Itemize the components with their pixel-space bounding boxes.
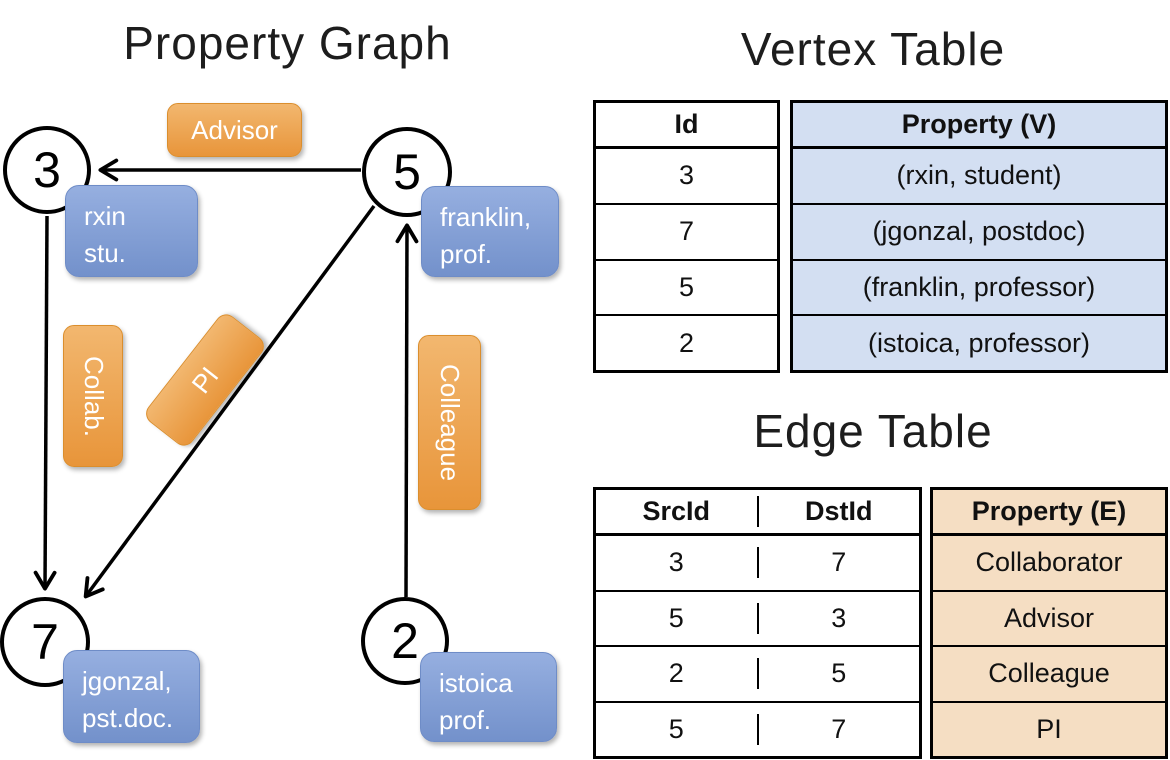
vertex-property-line: stu. — [84, 237, 126, 268]
table-cell: Collaborator — [933, 534, 1165, 590]
vertex-property-line: prof. — [440, 238, 493, 269]
table-cell: (istoica, professor) — [793, 314, 1165, 370]
vertex-property-line: prof. — [439, 704, 492, 735]
vertex-property-line: franklin, — [440, 202, 532, 232]
vertex-table-header-property: Property (V) — [793, 103, 1165, 147]
table-cell: 7 — [756, 547, 920, 579]
vertex-property-box-2: istoica prof. — [420, 652, 557, 742]
edge-3-to-7 — [33, 215, 57, 591]
table-cell: 3 — [756, 602, 920, 634]
table-cell: 5 — [756, 658, 920, 690]
table-cell: 3 — [596, 147, 777, 203]
edge-2-to-5 — [395, 223, 419, 598]
table-cell: 5 — [596, 258, 777, 315]
vertex-table-property-column: Property (V) (rxin, student) (jgonzal, p… — [790, 100, 1168, 373]
edge-table-header-srcid: SrcId — [642, 496, 711, 526]
vertex-property-line: pst.doc. — [82, 702, 174, 733]
table-cell: 2 — [596, 314, 777, 370]
graph-node-2: 2 — [361, 597, 449, 685]
vertex-property-box-7: jgonzal, pst.doc. — [63, 650, 200, 743]
edge-table-id-columns: SrcId DstId 3 7 5 3 2 5 5 7 — [593, 487, 922, 759]
table-cell: Advisor — [933, 589, 1165, 645]
node-id-label: 7 — [31, 614, 59, 670]
table-cell: (franklin, professor) — [793, 258, 1165, 315]
table-cell: 7 — [756, 713, 920, 745]
edge-label-text: PI — [185, 360, 224, 399]
edge-table-title: Edge Table — [753, 405, 993, 457]
edge-label-text: Colleague — [435, 363, 465, 482]
vertex-property-line: jgonzal, — [82, 666, 172, 696]
edge-label-advisor: Advisor — [167, 103, 302, 157]
table-cell: 3 — [668, 547, 684, 578]
edge-table-header-dstid: DstId — [756, 496, 920, 527]
edge-label-colleague: Colleague — [418, 335, 481, 510]
edge-table-header-property: Property (E) — [933, 490, 1165, 534]
graph-node-5: 5 — [362, 127, 452, 217]
node-id-label: 3 — [33, 142, 61, 198]
vertex-table-header-id: Id — [596, 103, 777, 147]
vertex-property-box-5: franklin, prof. — [421, 186, 559, 277]
table-cell: Colleague — [933, 645, 1165, 701]
table-cell: 5 — [668, 713, 684, 744]
table-cell: 7 — [596, 202, 777, 259]
edge-table-property-column: Property (E) Collaborator Advisor Collea… — [930, 487, 1168, 759]
vertex-table-title: Vertex Table — [740, 23, 1006, 75]
table-cell: (jgonzal, postdoc) — [793, 202, 1165, 259]
edge-label-collab: Collab. — [63, 325, 123, 467]
property-graph-title: Property Graph — [123, 17, 452, 69]
edge-label-text: Advisor — [191, 114, 278, 145]
table-cell: PI — [933, 700, 1165, 756]
table-cell: 2 — [668, 658, 684, 689]
edge-label-text: Collab. — [78, 355, 109, 437]
node-id-label: 5 — [393, 144, 421, 200]
node-id-label: 2 — [391, 613, 419, 669]
vertex-property-box-3: rxin stu. — [65, 185, 198, 277]
graph-edges — [33, 158, 419, 599]
table-cell: 5 — [668, 602, 684, 633]
vertex-property-line: rxin — [84, 201, 126, 231]
vertex-property-line: istoica — [439, 668, 513, 698]
edge-5-to-7 — [83, 204, 376, 599]
table-cell: (rxin, student) — [793, 147, 1165, 203]
vertex-table-id-column: Id 3 7 5 2 — [593, 100, 780, 373]
